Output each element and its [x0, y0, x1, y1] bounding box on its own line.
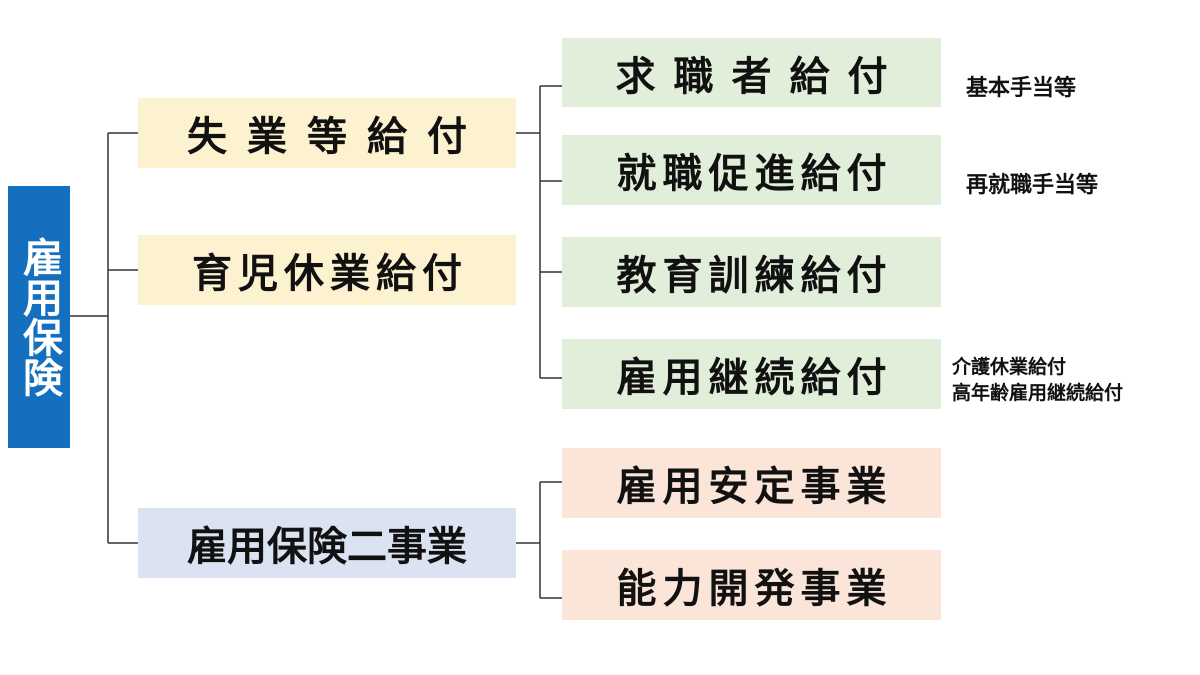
shitsugyo-label: 失業等給付: [187, 114, 487, 160]
nijigyo-label: 雇用保険二事業: [187, 524, 467, 570]
root-box-koyo-hoken: 雇用保険: [8, 186, 70, 448]
shushoku-label: 就職促進給付: [616, 151, 893, 197]
ikuji-label: 育児休業給付: [192, 251, 468, 297]
kyushokusha-label: 求職者給付: [615, 53, 906, 100]
note-konenrei-koyo-keizoku-kyufu: 高年齢雇用継続給付: [952, 382, 1124, 404]
kyoiku-label: 教育訓練給付: [616, 253, 893, 299]
box-shushoku-sokushin-kyufu: 就職促進給付: [562, 135, 941, 205]
box-koyo-antei-jigyo: 雇用安定事業: [562, 448, 941, 518]
keizoku-label: 雇用継続給付: [616, 355, 893, 401]
box-kyoiku-kunren-kyufu: 教育訓練給付: [562, 237, 941, 307]
box-shitsugyo-tou-kyufu: 失業等給付: [138, 98, 516, 168]
box-koyo-keizoku-kyufu: 雇用継続給付: [562, 339, 941, 409]
root-label: 雇用保険: [16, 237, 62, 397]
note-kaigo-kyugyo-kyufu: 介護休業給付: [952, 356, 1067, 378]
noryoku-label: 能力開発事業: [616, 566, 893, 612]
box-kyushokusha-kyufu: 求職者給付: [562, 38, 941, 107]
note-kihon-teate: 基本手当等: [966, 76, 1077, 101]
box-ikuji-kyugyo-kyufu: 育児休業給付: [138, 235, 516, 305]
note-sai-shushoku-teate: 再就職手当等: [966, 173, 1099, 198]
box-koyo-hoken-nijigyo: 雇用保険二事業: [138, 508, 516, 578]
antei-label: 雇用安定事業: [616, 464, 893, 510]
box-noryoku-kaihatsu-jigyo: 能力開発事業: [562, 550, 941, 620]
